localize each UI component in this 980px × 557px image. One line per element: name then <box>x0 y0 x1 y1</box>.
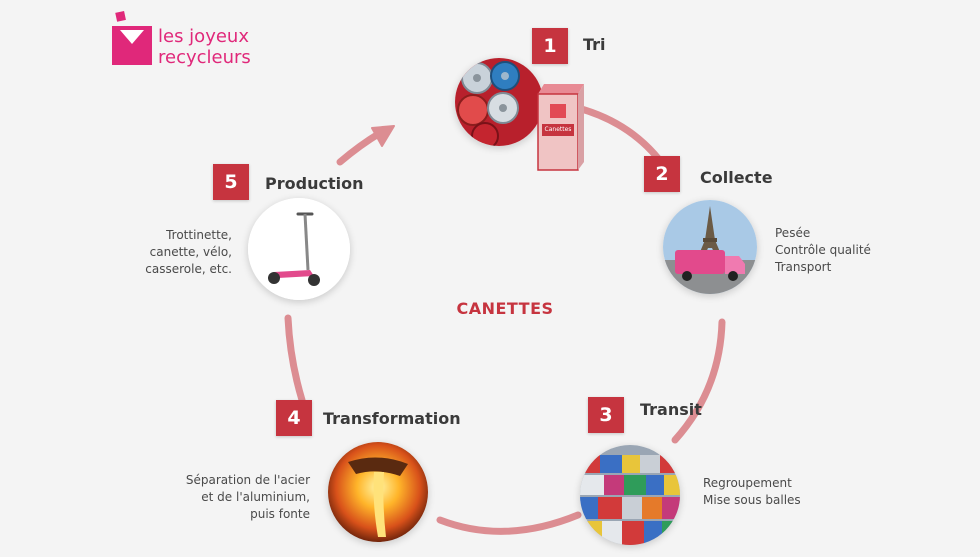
step-2-title: Collecte <box>700 168 773 187</box>
step-5-desc-line: Trottinette, <box>166 228 232 242</box>
step-5-title: Production <box>265 174 364 193</box>
step-4-title: Transformation <box>323 409 461 428</box>
step-2-number: 2 <box>644 156 680 192</box>
ring-arc-4-5 <box>284 314 306 404</box>
scooter-icon <box>248 198 350 300</box>
step-1-image <box>455 58 543 146</box>
step-5-description: Trottinette, canette, vélo, casserole, e… <box>120 227 232 278</box>
ring-arc-5-1 <box>336 129 384 166</box>
cycle-center-label: CANETTES <box>456 299 554 318</box>
step-5-desc-line: canette, vélo, <box>149 245 232 259</box>
step-3-image <box>580 445 680 545</box>
baled-cans-icon <box>580 445 680 545</box>
brand-line-1: les joyeux <box>158 26 249 47</box>
ring-arrowhead <box>371 125 395 147</box>
recycling-bin: Canettes <box>536 80 586 172</box>
step-4-number: 4 <box>276 400 312 436</box>
step-4-image <box>328 442 428 542</box>
ring-arc-2-3 <box>671 318 726 444</box>
brand-line-2: recycleurs <box>158 47 251 68</box>
step-1-title: Tri <box>583 35 606 54</box>
ring-arc-3-4 <box>436 511 582 535</box>
cans-bin-icon <box>537 84 584 171</box>
soda-cans-icon <box>455 58 543 146</box>
step-4-desc-line: Séparation de l'acier <box>185 473 310 487</box>
ballot-box-icon <box>112 11 152 65</box>
step-3-title: Transit <box>640 400 702 419</box>
eiffel-tower-truck-icon <box>663 200 757 294</box>
step-3-number: 3 <box>588 397 624 433</box>
brand-logo <box>110 10 280 70</box>
step-2-description: Pesée Contrôle qualité Transport <box>775 225 871 276</box>
step-5-desc-line: casserole, etc. <box>145 262 232 276</box>
step-4-desc-line: puis fonte <box>250 507 310 521</box>
step-1-number: 1 <box>532 28 568 64</box>
step-3-desc-line: Regroupement <box>703 476 792 490</box>
step-3-desc-line: Mise sous balles <box>703 493 801 507</box>
step-2-image <box>663 200 757 294</box>
step-2-desc-line: Contrôle qualité <box>775 243 871 257</box>
step-4-description: Séparation de l'acier et de l'aluminium,… <box>160 472 310 523</box>
step-2-desc-line: Pesée <box>775 226 811 240</box>
step-2-desc-line: Transport <box>775 260 832 274</box>
molten-metal-icon <box>328 442 428 542</box>
step-5-image <box>248 198 350 300</box>
step-5-number: 5 <box>213 164 249 200</box>
bin-label: Canettes <box>544 126 572 133</box>
step-4-desc-line: et de l'aluminium, <box>201 490 310 504</box>
brand-name: les joyeux recycleurs <box>158 26 251 68</box>
step-3-description: Regroupement Mise sous balles <box>703 475 801 509</box>
